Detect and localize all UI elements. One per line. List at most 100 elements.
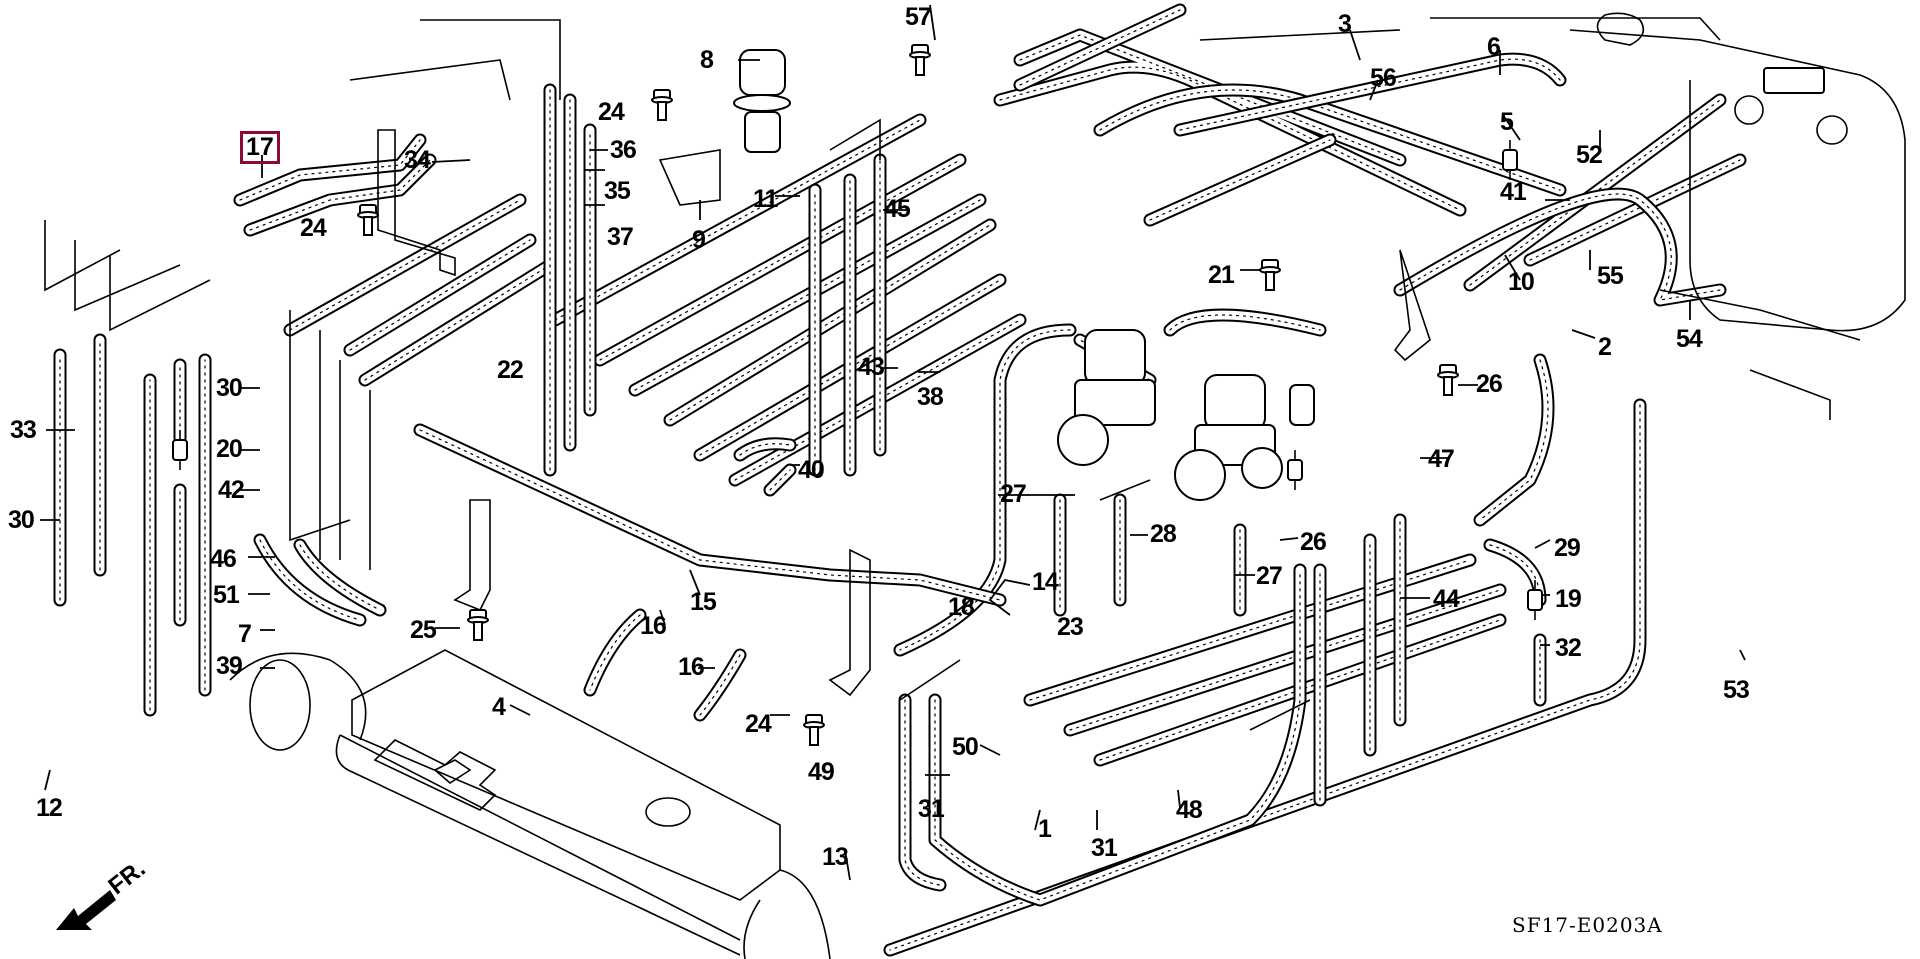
callout-part-2[interactable]: 2: [1598, 333, 1612, 361]
routing-guide-line: [899, 659, 961, 701]
hose-6: [634, 199, 981, 391]
callout-part-26[interactable]: 26: [1476, 370, 1503, 398]
callout-part-9[interactable]: 9: [692, 226, 706, 254]
leader-line: [1739, 649, 1746, 661]
callout-part-37[interactable]: 37: [607, 223, 634, 251]
callout-part-5[interactable]: 5: [1500, 108, 1514, 136]
callout-part-56[interactable]: 56: [1370, 64, 1397, 92]
callout-part-31[interactable]: 31: [918, 795, 945, 823]
hose-3: [364, 264, 551, 381]
callout-part-39[interactable]: 39: [216, 652, 243, 680]
callout-part-38[interactable]: 38: [917, 383, 944, 411]
callout-part-41[interactable]: 41: [1500, 178, 1527, 206]
callout-part-42[interactable]: 42: [218, 476, 245, 504]
callout-part-45[interactable]: 45: [884, 195, 911, 223]
fittings-and-bolts: [172, 44, 1543, 746]
hose-11: [1099, 89, 1561, 191]
callout-part-6[interactable]: 6: [1487, 33, 1501, 61]
callout-part-26[interactable]: 26: [1300, 528, 1327, 556]
callout-part-51[interactable]: 51: [213, 581, 240, 609]
routing-guide-line: [1659, 289, 1861, 341]
callout-part-52[interactable]: 52: [1576, 141, 1603, 169]
hose-2: [349, 239, 531, 351]
leader-lines: [40, 4, 1861, 881]
hose-10: [999, 34, 1461, 211]
callout-part-23[interactable]: 23: [1057, 613, 1084, 641]
leader-line: [1177, 789, 1181, 809]
callout-part-25[interactable]: 25: [410, 616, 437, 644]
callout-part-44[interactable]: 44: [1433, 585, 1460, 613]
routing-guide-line: [349, 59, 511, 101]
callout-part-29[interactable]: 29: [1554, 534, 1581, 562]
callout-part-18[interactable]: 18: [948, 593, 975, 621]
front-arrow-icon: [56, 890, 116, 930]
callout-part-11[interactable]: 11: [753, 185, 778, 213]
callout-part-24[interactable]: 24: [300, 214, 327, 242]
callout-part-3[interactable]: 3: [1338, 10, 1352, 38]
leader-line: [988, 579, 1031, 616]
leader-line: [1369, 79, 1379, 101]
callout-part-36[interactable]: 36: [610, 136, 637, 164]
callout-part-1[interactable]: 1: [1038, 815, 1052, 843]
callout-part-14[interactable]: 14: [1032, 568, 1059, 596]
leader-line: [844, 849, 851, 881]
callout-part-43[interactable]: 43: [858, 353, 885, 381]
callout-part-13[interactable]: 13: [822, 843, 849, 871]
callout-part-21[interactable]: 21: [1208, 261, 1235, 289]
callout-part-40[interactable]: 40: [798, 456, 825, 484]
hose-39: [930, 565, 1305, 905]
callout-part-57[interactable]: 57: [905, 3, 932, 31]
callout-part-48[interactable]: 48: [1176, 796, 1203, 824]
callout-part-34[interactable]: 34: [404, 146, 431, 174]
callout-part-4[interactable]: 4: [492, 693, 506, 721]
callout-part-24[interactable]: 24: [745, 710, 772, 738]
hose-41: [299, 544, 381, 611]
routing-guide-line: [1249, 699, 1311, 731]
hose-34: [1479, 359, 1549, 521]
callout-part-33[interactable]: 33: [10, 416, 37, 444]
callout-part-24[interactable]: 24: [598, 98, 625, 126]
callout-part-55[interactable]: 55: [1597, 262, 1624, 290]
hose-20: [1069, 589, 1501, 731]
bolt-icon: [357, 204, 379, 236]
callout-part-54[interactable]: 54: [1676, 325, 1703, 353]
hose-39: [928, 563, 1307, 907]
routing-guide-line: [829, 118, 881, 160]
callout-part-19[interactable]: 19: [1555, 585, 1582, 613]
hose-35: [1489, 544, 1541, 601]
callout-part-47[interactable]: 47: [1428, 445, 1455, 473]
callout-part-53[interactable]: 53: [1723, 676, 1750, 704]
callout-part-27[interactable]: 27: [1256, 562, 1283, 590]
callout-part-22[interactable]: 22: [497, 356, 524, 384]
callout-part-7[interactable]: 7: [238, 620, 252, 648]
callout-part-8[interactable]: 8: [700, 46, 714, 74]
routing-guide-line: [74, 240, 181, 312]
callout-part-16[interactable]: 16: [678, 653, 705, 681]
hose-17: [1399, 193, 1721, 301]
callout-part-15[interactable]: 15: [690, 588, 717, 616]
callout-part-27[interactable]: 27: [1000, 480, 1027, 508]
callout-part-17[interactable]: 17: [240, 131, 280, 164]
vacuum-valves: [733, 49, 1315, 501]
callout-part-32[interactable]: 32: [1555, 634, 1582, 662]
callout-part-30[interactable]: 30: [216, 374, 243, 402]
callout-part-20[interactable]: 20: [216, 435, 243, 463]
hose-14: [1149, 139, 1331, 221]
callout-part-28[interactable]: 28: [1150, 520, 1177, 548]
callout-part-10[interactable]: 10: [1508, 268, 1535, 296]
callout-part-35[interactable]: 35: [604, 177, 631, 205]
callout-part-49[interactable]: 49: [808, 758, 835, 786]
hose-12: [1179, 58, 1561, 131]
hose-33: [1169, 314, 1321, 331]
routing-guide-line: [1099, 479, 1151, 501]
callout-part-31[interactable]: 31: [1091, 834, 1118, 862]
callout-part-30[interactable]: 30: [8, 506, 35, 534]
callout-part-16[interactable]: 16: [640, 612, 667, 640]
callout-part-46[interactable]: 46: [210, 545, 237, 573]
callout-part-12[interactable]: 12: [36, 794, 63, 822]
callout-part-50[interactable]: 50: [952, 733, 979, 761]
leader-line: [929, 4, 936, 41]
hose-49: [415, 425, 1005, 605]
hose-38: [900, 695, 945, 890]
hose-7: [669, 224, 991, 421]
